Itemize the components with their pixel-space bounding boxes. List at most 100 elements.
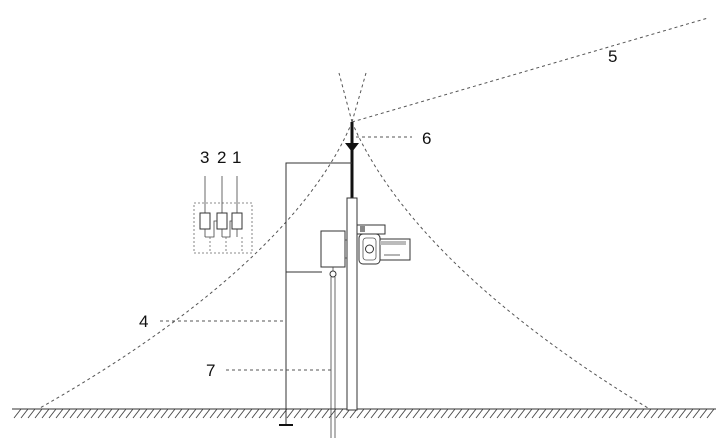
ground-hatch-stroke	[62, 408, 71, 419]
ground-hatch-stroke	[258, 408, 267, 419]
lightning-rod	[345, 122, 359, 200]
ground-hatch-stroke	[489, 408, 498, 419]
ground-hatch-stroke	[580, 408, 589, 419]
ground-hatch-stroke	[272, 408, 281, 419]
ground-hatch-stroke	[538, 408, 547, 419]
ground-hatch-stroke	[237, 408, 246, 419]
ground-hatch-stroke	[440, 408, 449, 419]
down-conductor	[279, 162, 352, 426]
ground-hatch-stroke	[188, 408, 197, 419]
ground-hatch-stroke	[447, 408, 456, 419]
callout-7: 7	[206, 361, 215, 380]
ground-hatch-stroke	[503, 408, 512, 419]
ground-hatch-stroke	[314, 408, 323, 419]
surge-module-outline	[193, 202, 253, 254]
ground-hatch-stroke	[531, 408, 540, 419]
ground-hatch-stroke	[104, 408, 113, 419]
mast-pole	[346, 197, 358, 411]
ground-hatch-stroke	[370, 408, 379, 419]
ground-hatch-stroke	[20, 408, 29, 419]
ground-hatch-stroke	[286, 408, 295, 419]
ground-hatch-stroke	[664, 408, 673, 419]
protection-cone-right-line	[351, 72, 367, 123]
ground-hatch-stroke	[307, 408, 316, 419]
ground-hatch-stroke	[251, 408, 260, 419]
ground-hatch-stroke	[293, 408, 302, 419]
ground-hatch-stroke	[671, 408, 680, 419]
ground-hatch-stroke	[356, 408, 365, 419]
ground-hatch-stroke	[566, 408, 575, 419]
callout-6: 6	[422, 129, 431, 148]
ground-hatch-stroke	[699, 408, 708, 419]
ground-hatch-stroke	[496, 408, 505, 419]
surge-protection-module	[193, 176, 253, 254]
camera-pivot-icon	[365, 244, 374, 254]
ground-hatch-stroke	[27, 408, 36, 419]
mast	[346, 197, 358, 411]
ground-hatch-stroke	[391, 408, 400, 419]
ground-hatch-stroke	[510, 408, 519, 419]
ground-hatch-stroke	[524, 408, 533, 419]
spd-3-link	[205, 220, 217, 238]
ground-hatch-stroke	[552, 408, 561, 419]
ground-hatch-stroke	[48, 408, 57, 419]
ground-hatch-stroke	[398, 408, 407, 419]
ground	[12, 408, 716, 419]
ground-hatch-stroke	[55, 408, 64, 419]
ground-hatch-stroke	[244, 408, 253, 419]
ground-hatch-stroke	[412, 408, 421, 419]
ground-hatch-stroke	[636, 408, 645, 419]
ground-hatch-stroke	[629, 408, 638, 419]
protection-zone	[39, 72, 649, 409]
ground-hatch-stroke	[69, 408, 78, 419]
spd-3-body	[199, 212, 211, 230]
lightning-rod-arrow-icon	[345, 143, 359, 152]
callout-4: 4	[139, 312, 148, 331]
ground-hatch-stroke	[13, 408, 22, 419]
ground-hatch-stroke	[223, 408, 232, 419]
ground-hatch-stroke	[433, 408, 442, 419]
ground-hatch-stroke	[118, 408, 127, 419]
callout-5: 5	[608, 47, 617, 66]
ground-hatch-stroke	[230, 408, 239, 419]
ground-hatch-stroke	[587, 408, 596, 419]
ground-hatch-stroke	[517, 408, 526, 419]
ground-hatch-stroke	[468, 408, 477, 419]
junction-box	[320, 230, 347, 278]
ground-hatch-stroke	[482, 408, 491, 419]
ground-hatch-stroke	[363, 408, 372, 419]
ground-hatch-stroke	[97, 408, 106, 419]
ground-hatch-stroke	[174, 408, 183, 419]
ground-hatch-stroke	[615, 408, 624, 419]
junction-box-body	[320, 230, 346, 268]
callout-3: 3	[200, 148, 209, 167]
ground-hatch-stroke	[34, 408, 43, 419]
ground-hatch-stroke	[545, 408, 554, 419]
ground-hatch-stroke	[265, 408, 274, 419]
ground-hatch-stroke	[139, 408, 148, 419]
ground-hatch-stroke	[377, 408, 386, 419]
ground-hatch-stroke	[643, 408, 652, 419]
ground-hatch-stroke	[678, 408, 687, 419]
spd-1-body	[231, 212, 243, 230]
ground-hatch-stroke	[405, 408, 414, 419]
ground-hatch-stroke	[559, 408, 568, 419]
ground-hatch-stroke	[426, 408, 435, 419]
ground-hatch-stroke	[475, 408, 484, 419]
ground-hatch-stroke	[461, 408, 470, 419]
callout-2: 2	[217, 148, 226, 167]
ground-hatch-stroke	[300, 408, 309, 419]
ground-hatch-stroke	[650, 408, 659, 419]
ground-hatch-stroke	[657, 408, 666, 419]
ground-hatch-stroke	[76, 408, 85, 419]
ground-hatch-stroke	[195, 408, 204, 419]
ground-hatch-stroke	[181, 408, 190, 419]
camera-sunshield	[380, 241, 406, 245]
down-conductor-line	[285, 162, 352, 425]
ground-hatch-stroke	[419, 408, 428, 419]
protection-cone-left-line	[338, 72, 353, 123]
ground-hatch-stroke	[706, 408, 715, 419]
ground-hatch-stroke	[153, 408, 162, 419]
spd-2-body	[216, 212, 228, 230]
